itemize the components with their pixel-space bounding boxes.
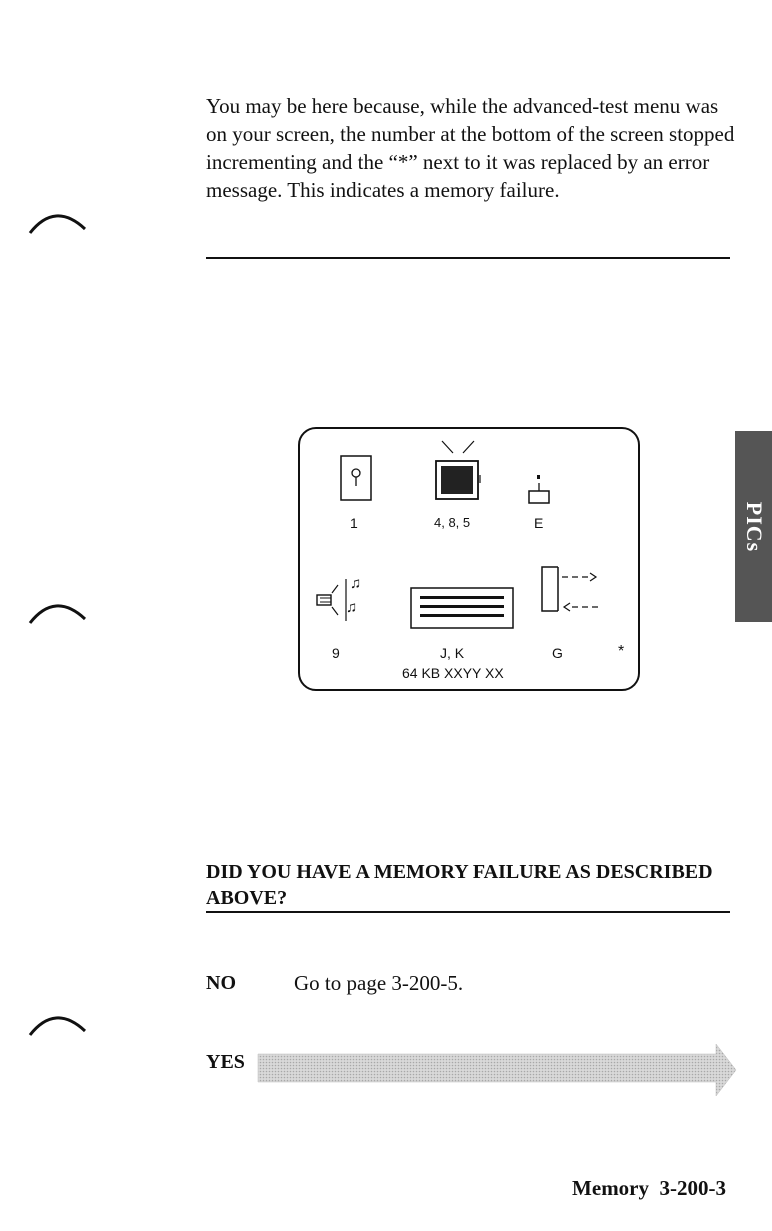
answer-no-instruction: Go to page 3-200-5. [294, 971, 464, 995]
music-note-icon: ♫ [346, 599, 358, 616]
device-number-1: 1 [350, 515, 358, 531]
device-letter-g: G [552, 645, 563, 661]
punch-hole-mark [28, 604, 87, 624]
system-unit-icon [340, 455, 372, 501]
answer-yes-key: YES [206, 1051, 245, 1073]
side-tab: PICs [735, 431, 772, 622]
intro-paragraph: You may be here because, while the advan… [206, 94, 735, 202]
status-asterisk: * [618, 643, 625, 660]
device-number-9: 9 [332, 645, 340, 661]
keyboard-icon [410, 587, 514, 629]
device-letter-e: E [534, 515, 544, 531]
side-tab-label: PICs [741, 501, 767, 552]
punch-hole-mark [28, 214, 87, 234]
divider-rule [206, 911, 730, 913]
yes-arrow-icon [257, 1043, 737, 1097]
punch-hole-mark [28, 1016, 87, 1036]
divider-rule [206, 257, 730, 259]
answer-no-key: NO [206, 972, 236, 994]
memory-status-line: 64 KB XXYY XX [402, 665, 504, 681]
question-heading: DID YOU HAVE A MEMORY FAILURE AS DESCRIB… [206, 861, 713, 909]
device-number-485: 4, 8, 5 [434, 515, 471, 530]
music-note-icon: ♫ [350, 575, 362, 592]
speaker-icon [316, 579, 347, 621]
communications-icon [541, 566, 598, 612]
test-screen-illustration: 1 4, 8, 5 E ♫ ♫ 9 J, K [298, 427, 640, 691]
page-footer: Memory 3-200-3 [572, 1176, 726, 1200]
printer-icon [528, 475, 550, 504]
display-icon [435, 440, 481, 500]
device-letters-jk: J, K [440, 645, 465, 661]
